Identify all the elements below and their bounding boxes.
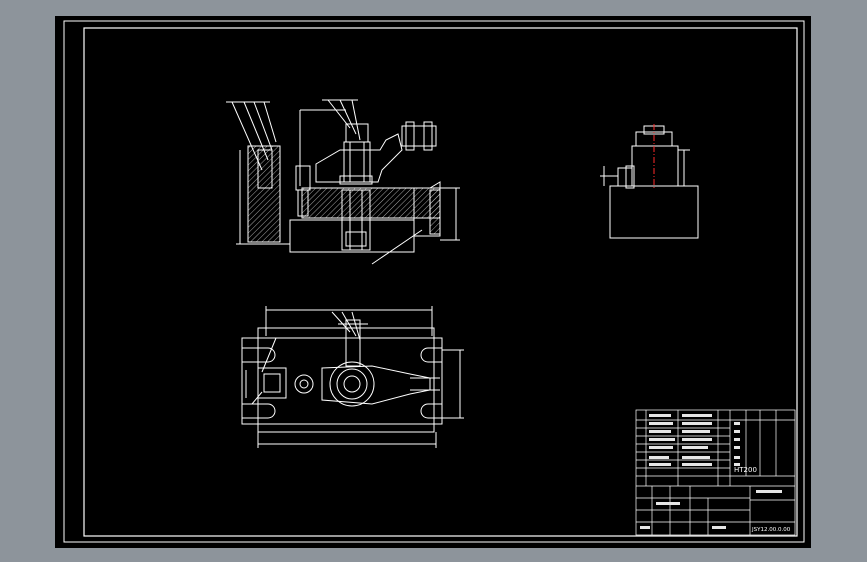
drawing-frame bbox=[83, 27, 798, 537]
drawing-sheet bbox=[55, 16, 811, 548]
sheet-outer-border bbox=[63, 20, 805, 543]
title-block bbox=[635, 409, 796, 536]
side-view bbox=[600, 125, 699, 239]
front-view bbox=[226, 99, 460, 265]
parts-list-marks bbox=[640, 414, 782, 529]
top-view bbox=[241, 306, 464, 448]
material-label: HT200 bbox=[734, 466, 757, 474]
drawing-code-label: JSY12.00.0.00 bbox=[751, 527, 791, 533]
